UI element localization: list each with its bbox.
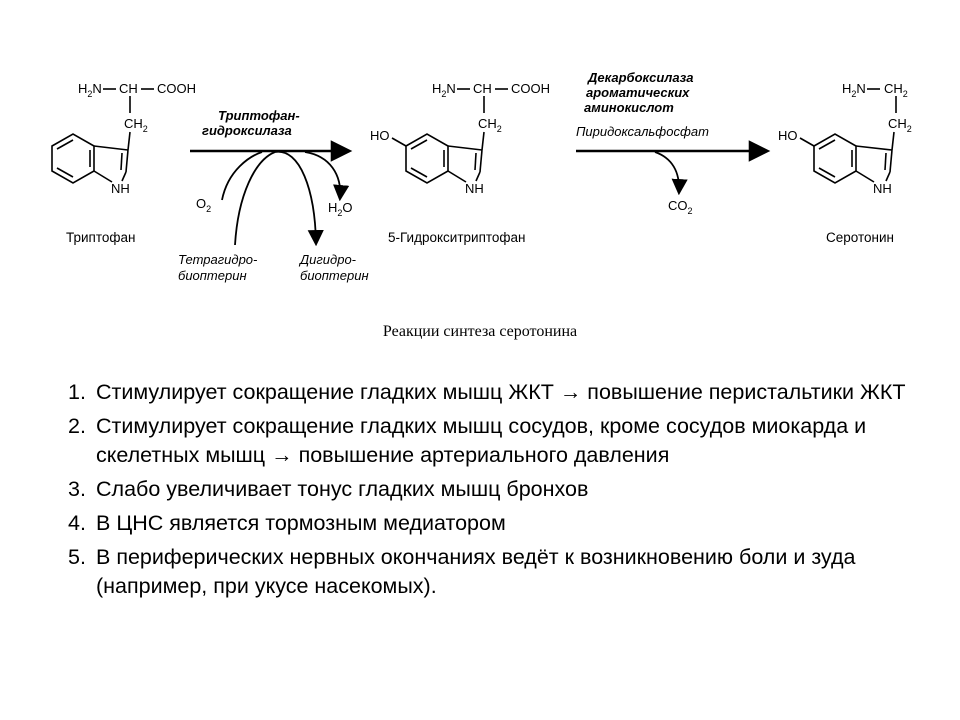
serotonin-effects-list: 1. Стимулирует сокращение гладких мышц Ж…	[68, 378, 928, 606]
water-product-label: H2O	[328, 200, 353, 218]
amino-group-label: H2N	[432, 81, 456, 99]
molecule-tryptophan: H2N CH COOH CH2 NH Триптофан	[51, 81, 196, 245]
carboxyl-group-label: COOH	[511, 81, 550, 96]
enzyme-2-line3: аминокислот	[584, 100, 674, 115]
molecule-name-serotonin: Серотонин	[826, 230, 894, 245]
list-item: 4. В ЦНС является тормозным медиатором	[68, 509, 928, 538]
cofactor-out-line1: Дигидро-	[298, 252, 357, 267]
molecule-serotonin: H2N CH2 CH2 HO NH Серотонин	[778, 81, 912, 245]
list-number: 3.	[68, 477, 86, 501]
list-number: 2.	[68, 414, 86, 438]
enzyme-1-line2: гидроксилаза	[202, 123, 292, 138]
ring-nh-label: NH	[111, 181, 130, 196]
enzyme-2-line2: ароматических	[586, 85, 690, 100]
ring-nh-label: NH	[465, 181, 484, 196]
co2-product-label: CO2	[668, 198, 693, 216]
oxygen-reactant-label: O2	[196, 196, 211, 214]
molecule-name-5-hydroxytryptophan: 5-Гидрокситриптофан	[388, 230, 526, 245]
list-text: В ЦНС является тормозным медиатором	[96, 511, 506, 535]
cofactor-out-line2: биоптерин	[300, 268, 369, 283]
side-chain-label: CH2	[478, 116, 502, 134]
hydroxyl-label: HO	[370, 128, 390, 143]
molecule-name-tryptophan: Триптофан	[66, 230, 135, 245]
alpha-carbon-label: CH	[473, 81, 492, 96]
methylene-label: CH2	[884, 81, 908, 99]
carboxyl-group-label: COOH	[157, 81, 196, 96]
list-item: 3. Слабо увеличивает тонус гладких мышц …	[68, 475, 928, 504]
diagram-caption: Реакции синтеза серотонина	[382, 323, 578, 340]
list-item: 5. В периферических нервных окончаниях в…	[68, 543, 928, 601]
cofactor-in-line1: Тетрагидро-	[178, 252, 258, 267]
list-text: Стимулирует сокращение гладких мышц сосу…	[96, 414, 867, 467]
list-text: В периферических нервных окончаниях ведё…	[96, 545, 856, 598]
ring-nh-label: NH	[873, 181, 892, 196]
amino-group-label: H2N	[842, 81, 866, 99]
enzyme-2-line1: Декарбоксилаза	[587, 70, 693, 85]
enzyme-1-line1: Триптофан-	[218, 108, 300, 123]
list-number: 5.	[68, 545, 86, 569]
list-number: 1.	[68, 380, 86, 404]
side-chain-label: CH2	[888, 116, 912, 134]
list-text: Слабо увеличивает тонус гладких мышц бро…	[96, 477, 589, 501]
reaction-2: Декарбоксилаза ароматических аминокислот…	[576, 70, 771, 216]
list-item: 2. Стимулирует сокращение гладких мышц с…	[68, 412, 928, 470]
reaction-1: Триптофан- гидроксилаза O2 H2O Тетрагидр…	[178, 108, 369, 283]
molecule-5-hydroxytryptophan: H2N CH COOH CH2 HO NH 5-Гидрокситриптофа…	[370, 81, 550, 245]
side-chain-label: CH2	[124, 116, 148, 134]
serotonin-synthesis-diagram: H2N CH COOH CH2 NH Триптофан Триптофан- …	[51, 70, 912, 283]
pyridoxal-phosphate-label: Пиридоксальфосфат	[576, 124, 709, 139]
list-text: Стимулирует сокращение гладких мышц ЖКТ …	[96, 380, 906, 404]
list-number: 4.	[68, 511, 86, 535]
hydroxyl-label: HO	[778, 128, 798, 143]
cofactor-arc	[234, 151, 324, 247]
amino-group-label: H2N	[78, 81, 102, 99]
cofactor-in-line2: биоптерин	[178, 268, 247, 283]
list-item: 1. Стимулирует сокращение гладких мышц Ж…	[68, 378, 928, 407]
alpha-carbon-label: CH	[119, 81, 138, 96]
